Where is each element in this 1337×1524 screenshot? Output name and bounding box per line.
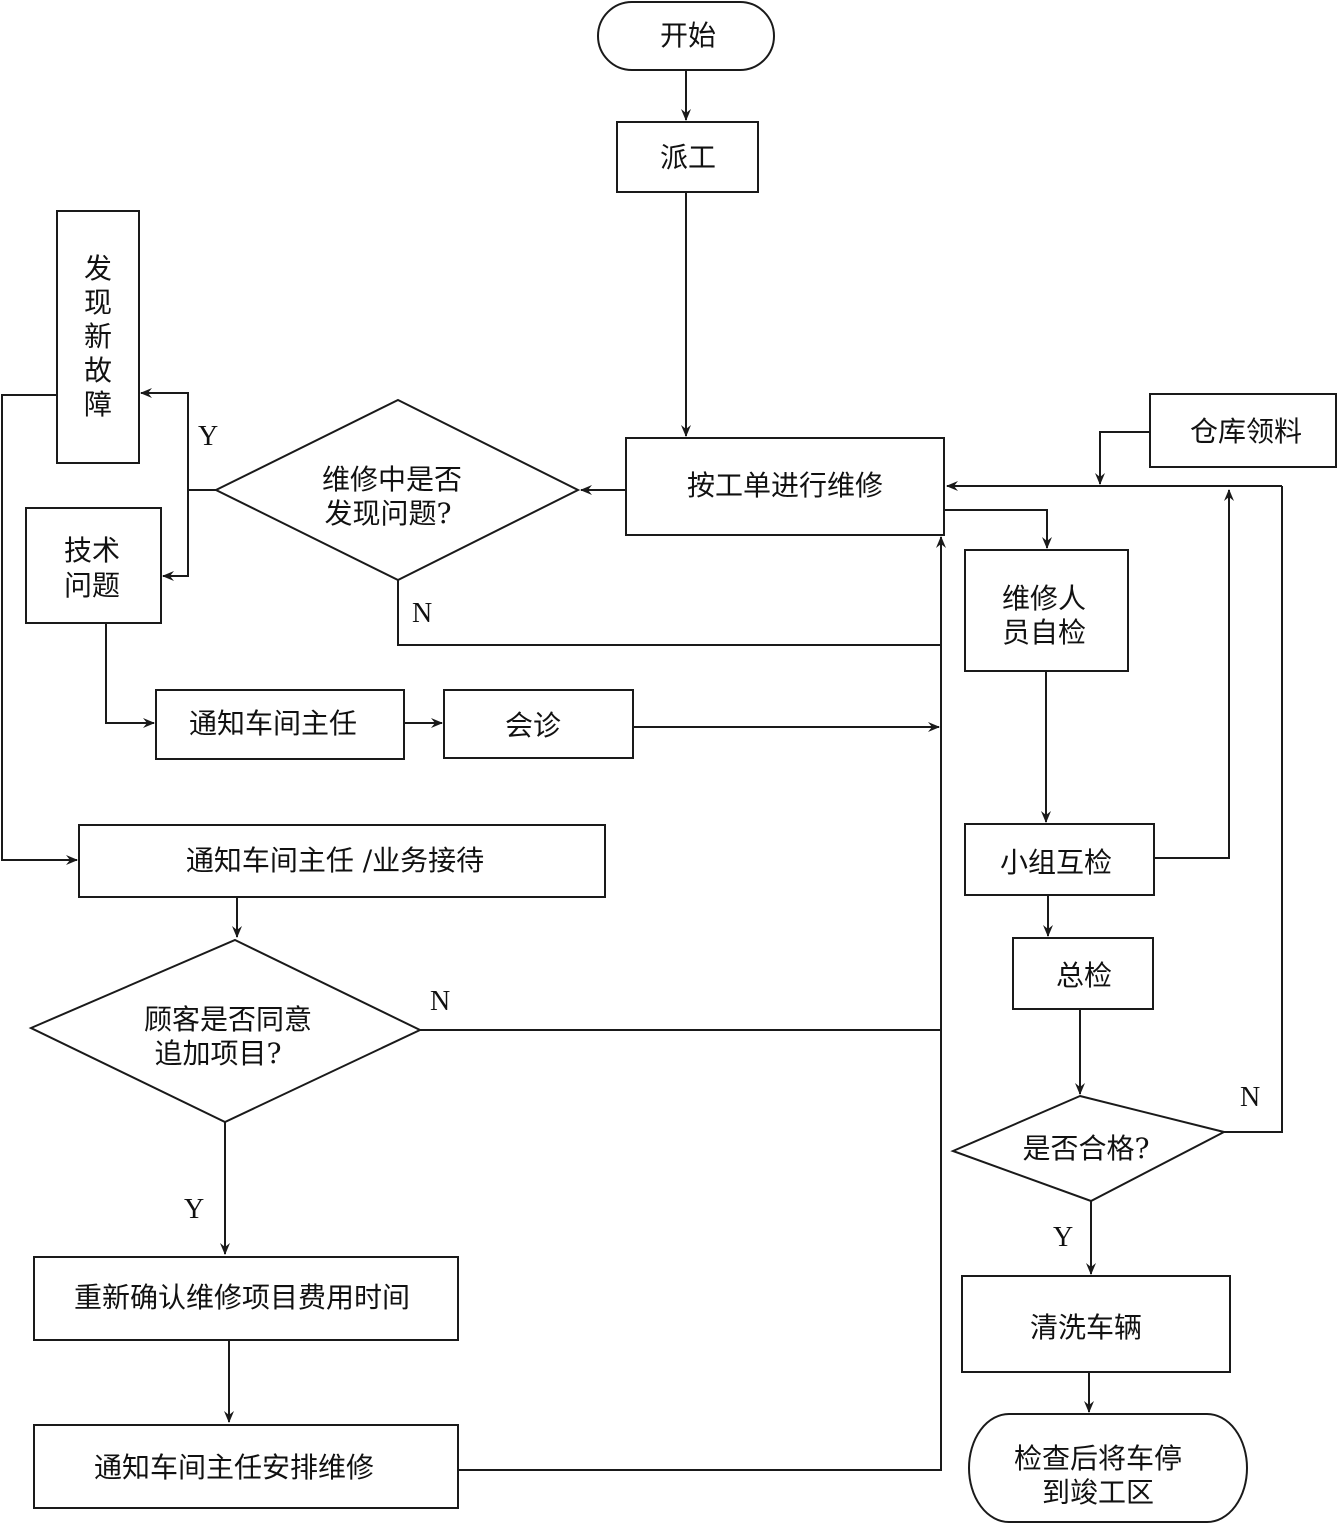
process-shape — [443, 689, 634, 759]
process-shape — [1012, 937, 1154, 1010]
edge-group-return — [1154, 489, 1234, 859]
node-label: 维修人 — [1002, 582, 1086, 615]
edge-arrange-return — [458, 536, 946, 1471]
node-label: 会诊 — [505, 709, 561, 742]
process-shape — [961, 1275, 1231, 1373]
node-customer-agree[interactable]: 顾客是否同意 追加项目? — [28, 938, 423, 1124]
process-shape — [964, 823, 1155, 896]
node-label: 是否合格? — [1022, 1132, 1149, 1165]
node-label: 到竣工区 — [1042, 1476, 1154, 1509]
node-notify-reception[interactable]: 通知车间主任 /业务接待 — [78, 824, 606, 898]
node-label: 障 — [84, 388, 112, 421]
node-issue-found[interactable]: 维修中是否 发现问题? — [213, 398, 581, 582]
decision-shape — [28, 938, 423, 1124]
node-notify-director[interactable]: 通知车间主任 — [155, 689, 405, 760]
node-label: 总检 — [1056, 959, 1112, 992]
edge-issue-no-return — [397, 580, 941, 646]
node-label: 通知车间主任 — [189, 707, 357, 740]
node-wash[interactable]: 清洗车辆 — [961, 1275, 1231, 1373]
process-shape — [56, 210, 140, 464]
node-final-check[interactable]: 总检 — [1012, 937, 1154, 1010]
node-label: 通知车间主任安排维修 — [94, 1451, 374, 1484]
node-label: 发 — [84, 252, 112, 285]
node-label: 技术 — [64, 534, 120, 567]
node-label: 按工单进行维修 — [687, 469, 883, 502]
edge-tech-notify — [105, 624, 155, 728]
node-tech-issue[interactable]: 技术 问题 — [25, 507, 162, 624]
node-label: 顾客是否同意 — [144, 1003, 312, 1036]
label-issue-yes: Y — [198, 421, 218, 452]
terminal-shape — [968, 1413, 1248, 1523]
node-start[interactable]: 开始 — [597, 1, 775, 71]
node-qualified[interactable]: 是否合格? — [950, 1094, 1227, 1203]
node-label: 检查后将车停 — [1014, 1442, 1182, 1475]
node-park[interactable]: 检查后将车停 到竣工区 — [968, 1413, 1248, 1523]
process-shape — [33, 1424, 459, 1509]
node-group-check[interactable]: 小组互检 — [964, 823, 1155, 896]
node-warehouse[interactable]: 仓库领料 — [1149, 393, 1337, 468]
node-label: 派工 — [660, 141, 716, 174]
label-issue-no: N — [412, 598, 432, 629]
edge-warehouse-merge — [1095, 431, 1150, 485]
node-dispatch[interactable]: 派工 — [616, 121, 759, 193]
label-qualified-yes: Y — [1053, 1222, 1073, 1253]
label-customer-no: N — [430, 986, 450, 1017]
process-shape — [155, 689, 405, 760]
node-label: 新 — [84, 320, 112, 353]
edge-return-bus-top — [1224, 486, 1283, 1133]
label-qualified-no: N — [1240, 1082, 1260, 1113]
process-shape — [1149, 393, 1337, 468]
node-notify-arrange[interactable]: 通知车间主任安排维修 — [33, 1424, 459, 1509]
edge-repair-selfcheck — [944, 509, 1052, 549]
process-shape — [25, 507, 162, 624]
node-label: 重新确认维修项目费用时间 — [74, 1281, 410, 1314]
node-label: 维修中是否 — [322, 463, 462, 496]
node-label: 现 — [84, 286, 112, 319]
process-shape — [964, 549, 1129, 672]
decision-shape — [213, 398, 581, 582]
process-shape — [616, 121, 759, 193]
terminal-shape — [597, 1, 775, 71]
node-label: 通知车间主任 /业务接待 — [186, 844, 484, 877]
node-label: 故 — [84, 354, 112, 387]
node-self-check[interactable]: 维修人 员自检 — [964, 549, 1129, 672]
process-shape — [625, 437, 945, 536]
node-label: 小组互检 — [1000, 846, 1112, 879]
node-label: 问题 — [64, 569, 120, 602]
node-label: 追加项目? — [154, 1037, 281, 1070]
node-consult[interactable]: 会诊 — [443, 689, 634, 759]
process-shape — [33, 1256, 459, 1341]
decision-shape — [950, 1094, 1227, 1203]
node-repair-by-order[interactable]: 按工单进行维修 — [625, 437, 945, 536]
node-label: 开始 — [660, 19, 716, 52]
label-customer-yes: Y — [184, 1194, 204, 1225]
node-label: 发现问题? — [324, 497, 451, 530]
edge-issue-tech-yes — [162, 490, 189, 581]
node-label: 员自检 — [1002, 616, 1086, 649]
node-new-fault[interactable]: 发 现 新 故 障 — [56, 210, 140, 464]
node-label: 清洗车辆 — [1030, 1311, 1142, 1344]
node-label: 仓库领料 — [1190, 415, 1302, 448]
edge-labels: Y N N Y N Y — [184, 421, 1260, 1253]
edge-issue-newfault-yes — [140, 388, 216, 491]
edge-newfault-reception — [1, 394, 78, 865]
node-reconfirm[interactable]: 重新确认维修项目费用时间 — [33, 1256, 459, 1341]
process-shape — [78, 824, 606, 898]
edges — [1, 70, 1283, 1471]
